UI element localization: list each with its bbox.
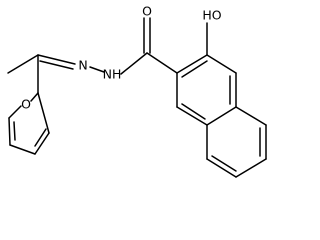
carbonyl-oxygen-label: O: [142, 4, 152, 19]
furan-ring: [8, 54, 50, 155]
ring-bond: [206, 54, 237, 74]
furan-double-bond: [34, 128, 47, 147]
hydrazone-linker: [7, 52, 148, 75]
furan-double-bond: [13, 121, 16, 141]
furan-bond: [30, 92, 39, 102]
methyl-bond: [7, 54, 39, 74]
ring-bond: [206, 106, 237, 126]
ring-bond: [235, 158, 267, 178]
hydrazone-n-label: N: [78, 58, 87, 73]
furan-bond: [8, 105, 22, 119]
ring-bond: [176, 54, 208, 74]
ring-bond: [176, 106, 208, 126]
ring-double-bond-inner: [181, 103, 206, 120]
ring-double-bond-inner: [211, 155, 237, 172]
c-n-double-bond-outer: [37, 54, 76, 65]
naphthalene-ring-a: [176, 22, 237, 126]
carbonyl-group: [143, 17, 178, 74]
furan-oxygen-label: O: [21, 97, 31, 112]
furan-bond: [8, 117, 11, 146]
furan-bond: [37, 92, 50, 134]
naphthalene-ring-b: [206, 106, 267, 178]
ring-double-bond-inner: [181, 60, 208, 78]
n-n-bond: [89, 66, 105, 73]
hydroxyl-label: HO: [202, 8, 221, 23]
carbonyl-to-ring-bond: [146, 52, 178, 74]
furan-bond: [9, 144, 36, 155]
ring-bond: [235, 106, 267, 126]
chemical-structure-diagram: O HO NH N O: [7, 4, 267, 178]
c-n-double-bond-inner: [39, 60, 74, 70]
furan-bond: [34, 132, 50, 155]
hydrazone-nh-label: NH: [103, 67, 122, 82]
nh-to-carbonyl-bond: [120, 52, 148, 75]
ring-bond: [206, 158, 237, 178]
